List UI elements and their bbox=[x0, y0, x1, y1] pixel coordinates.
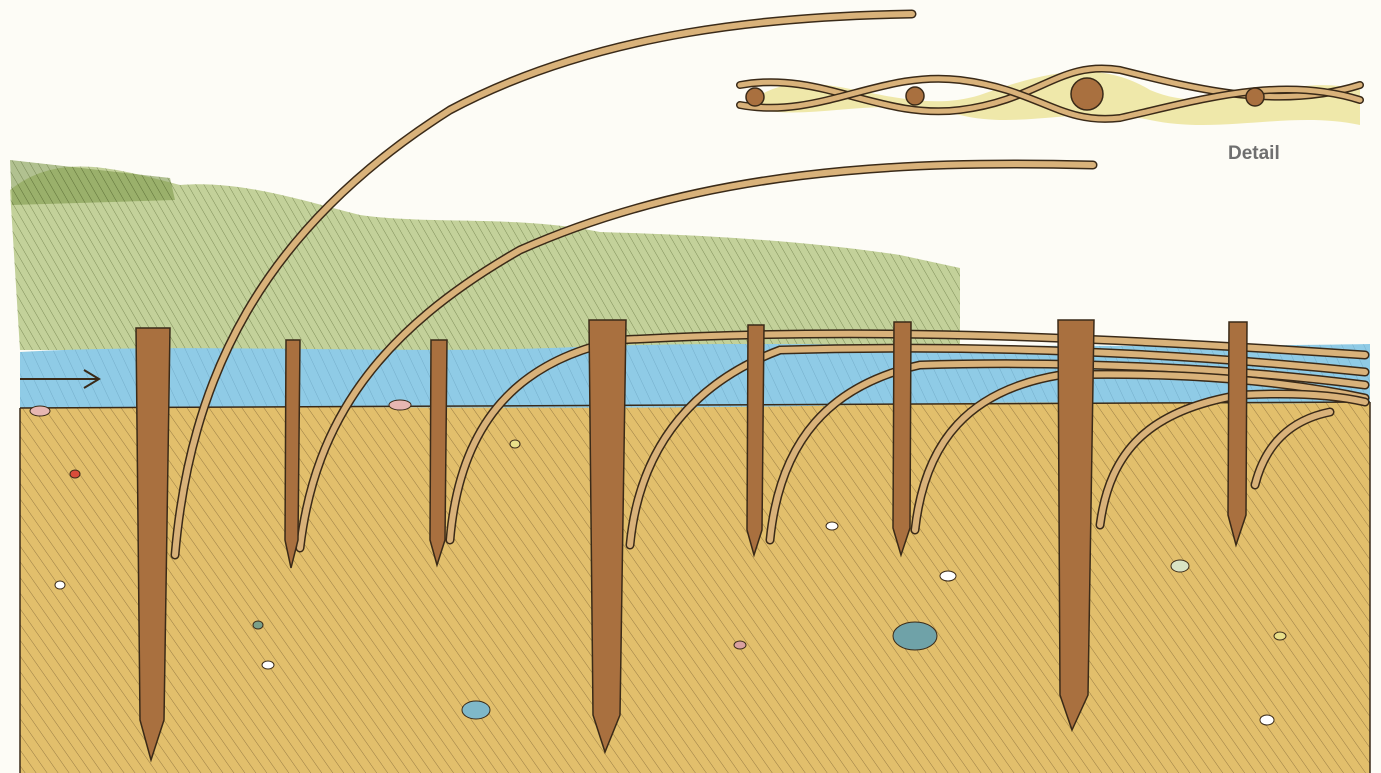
stake bbox=[285, 340, 300, 568]
stake bbox=[136, 328, 170, 760]
stake bbox=[747, 325, 764, 555]
detail-label: Detail bbox=[1228, 143, 1280, 165]
far-bank-vegetation bbox=[10, 160, 960, 350]
stake bbox=[1058, 320, 1094, 730]
stake bbox=[430, 340, 447, 565]
weave-detail-inset bbox=[740, 68, 1360, 125]
stake bbox=[893, 322, 911, 555]
stake bbox=[1228, 322, 1247, 545]
stake bbox=[589, 320, 626, 752]
soil-bank bbox=[20, 402, 1370, 773]
